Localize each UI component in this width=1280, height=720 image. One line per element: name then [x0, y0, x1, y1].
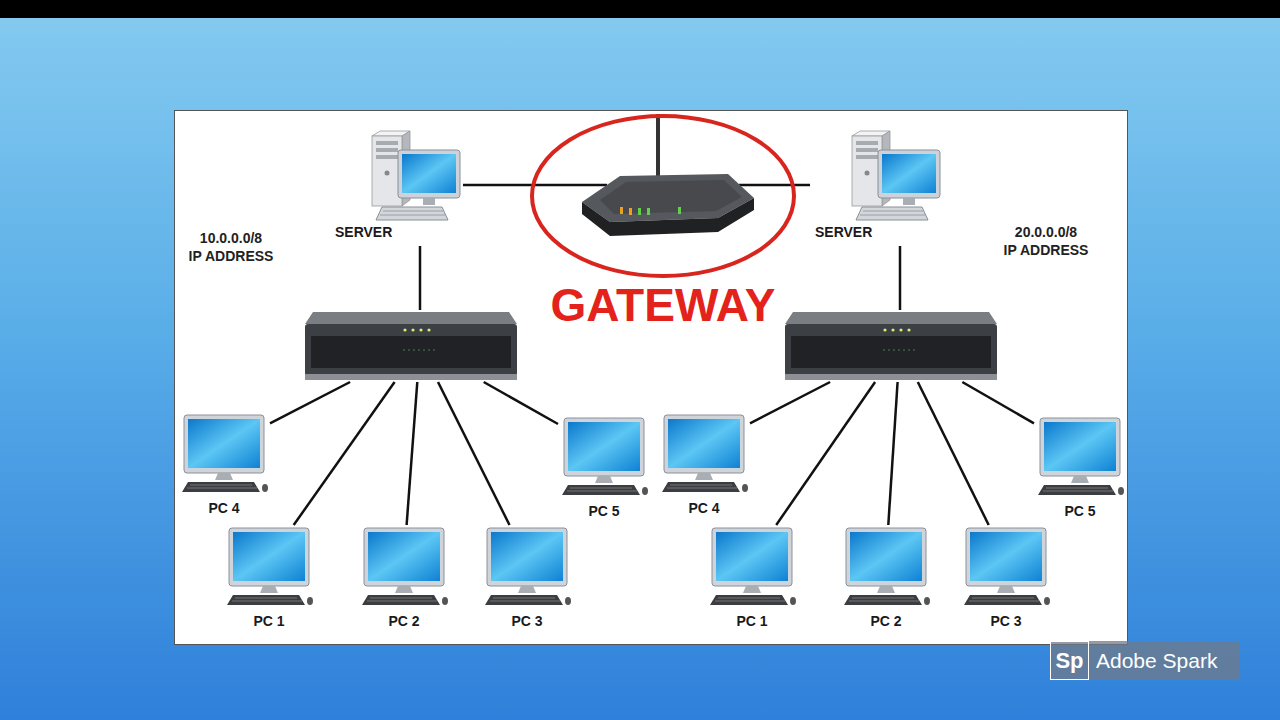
ip-address-label: 10.0.0.0/8 IP ADDRESS	[186, 229, 276, 265]
pc-label: PC 2	[388, 613, 419, 630]
network-cable	[484, 382, 558, 424]
network-cable	[407, 382, 418, 525]
watermark: Sp Adobe Spark	[1050, 641, 1240, 680]
network-cable	[918, 382, 989, 525]
pc-label: PC 3	[511, 613, 542, 630]
pc-label: PC 2	[870, 613, 901, 630]
pc-node: PC 3	[481, 525, 573, 633]
network-cable	[962, 382, 1034, 423]
pc-node: PC 4	[658, 412, 750, 520]
wrap-spacer	[1081, 223, 1091, 225]
label-box: 20.0.0.0/8 IP ADDRESS	[1001, 223, 1091, 259]
network-cable	[438, 382, 510, 525]
server-label: SERVER	[815, 224, 872, 241]
network-cable	[294, 382, 395, 525]
pc-node: PC 5	[1034, 415, 1126, 523]
watermark-text: Adobe Spark	[1096, 649, 1217, 673]
network-cable	[463, 184, 528, 187]
pc-label: PC 5	[1064, 503, 1095, 520]
watermark-logo-text: Sp	[1055, 648, 1083, 674]
pc-node: PC 4	[178, 412, 270, 520]
server-node: SERVER	[330, 128, 463, 246]
network-cable	[798, 184, 810, 187]
watermark-logo: Sp	[1050, 641, 1089, 680]
gateway-label: GATEWAY	[551, 280, 776, 330]
pc-label: PC 4	[688, 500, 719, 517]
wrap-spacer	[186, 229, 196, 231]
pc-node: PC 2	[840, 525, 932, 633]
switch-node	[303, 310, 519, 382]
network-cable	[888, 382, 897, 525]
pc-node: PC 3	[960, 525, 1052, 633]
pc-label: PC 5	[588, 503, 619, 520]
network-cable	[750, 382, 830, 423]
wrap-spacer	[266, 229, 276, 231]
gateway-node: GATEWAY	[528, 112, 798, 334]
watermark-text-box: Adobe Spark	[1096, 641, 1217, 680]
pc-label: PC 3	[990, 613, 1021, 630]
pc-node: PC 2	[358, 525, 450, 633]
ip-address-label: 20.0.0.0/8 IP ADDRESS	[1001, 223, 1091, 259]
network-cable	[776, 382, 875, 525]
server-label: SERVER	[335, 224, 392, 241]
pc-node: PC 5	[558, 415, 650, 523]
pc-node: PC 1	[223, 525, 315, 633]
sw-icon	[783, 310, 999, 382]
network-cable	[270, 382, 350, 423]
pc-label: PC 1	[736, 613, 767, 630]
network-cable	[899, 246, 902, 310]
network-cable	[419, 246, 422, 310]
pc-label: PC 1	[253, 613, 284, 630]
pc-label: PC 4	[208, 500, 239, 517]
sw-icon	[303, 310, 519, 382]
pc-node: PC 1	[706, 525, 798, 633]
server-node: SERVER	[810, 128, 943, 246]
label-box: 10.0.0.0/8 IP ADDRESS	[186, 229, 276, 265]
top-bar	[0, 0, 1280, 18]
wrap-spacer	[1001, 223, 1011, 225]
switch-node	[783, 310, 999, 382]
